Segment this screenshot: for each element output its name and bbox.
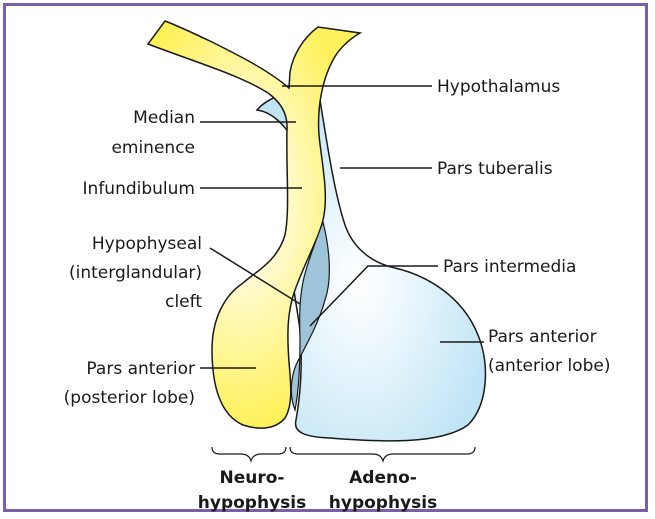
label-pars-anterior-right-line2: (anterior lobe) (488, 356, 610, 376)
label-pars-anterior-left-line1: Pars anterior (86, 359, 195, 379)
brace-neurohypophysis (212, 447, 286, 461)
label-median-eminence-line2: eminence (111, 138, 195, 158)
label-hypothalamus: Hypothalamus (437, 77, 560, 97)
brace-adenohypophysis (290, 447, 475, 461)
label-infundibulum: Infundibulum (83, 179, 195, 199)
label-adeno-line1: Adeno- (349, 468, 417, 488)
label-cleft-line2: (interglandular) (69, 263, 202, 283)
label-pars-anterior-right-line1: Pars anterior (488, 327, 597, 347)
label-pars-tuberalis: Pars tuberalis (437, 159, 553, 179)
label-cleft-line1: Hypophyseal (92, 234, 202, 254)
label-neuro-line2: hypophysis (198, 493, 306, 513)
label-pars-intermedia: Pars intermedia (443, 257, 576, 277)
label-median-eminence-line1: Median (133, 108, 195, 128)
label-adeno-line2: hypophysis (329, 493, 437, 513)
label-neuro-line1: Neuro- (220, 468, 285, 488)
bottom-braces (212, 447, 475, 461)
label-pars-anterior-left-line2: (posterior lobe) (64, 388, 195, 408)
label-cleft-line3: cleft (165, 292, 202, 312)
